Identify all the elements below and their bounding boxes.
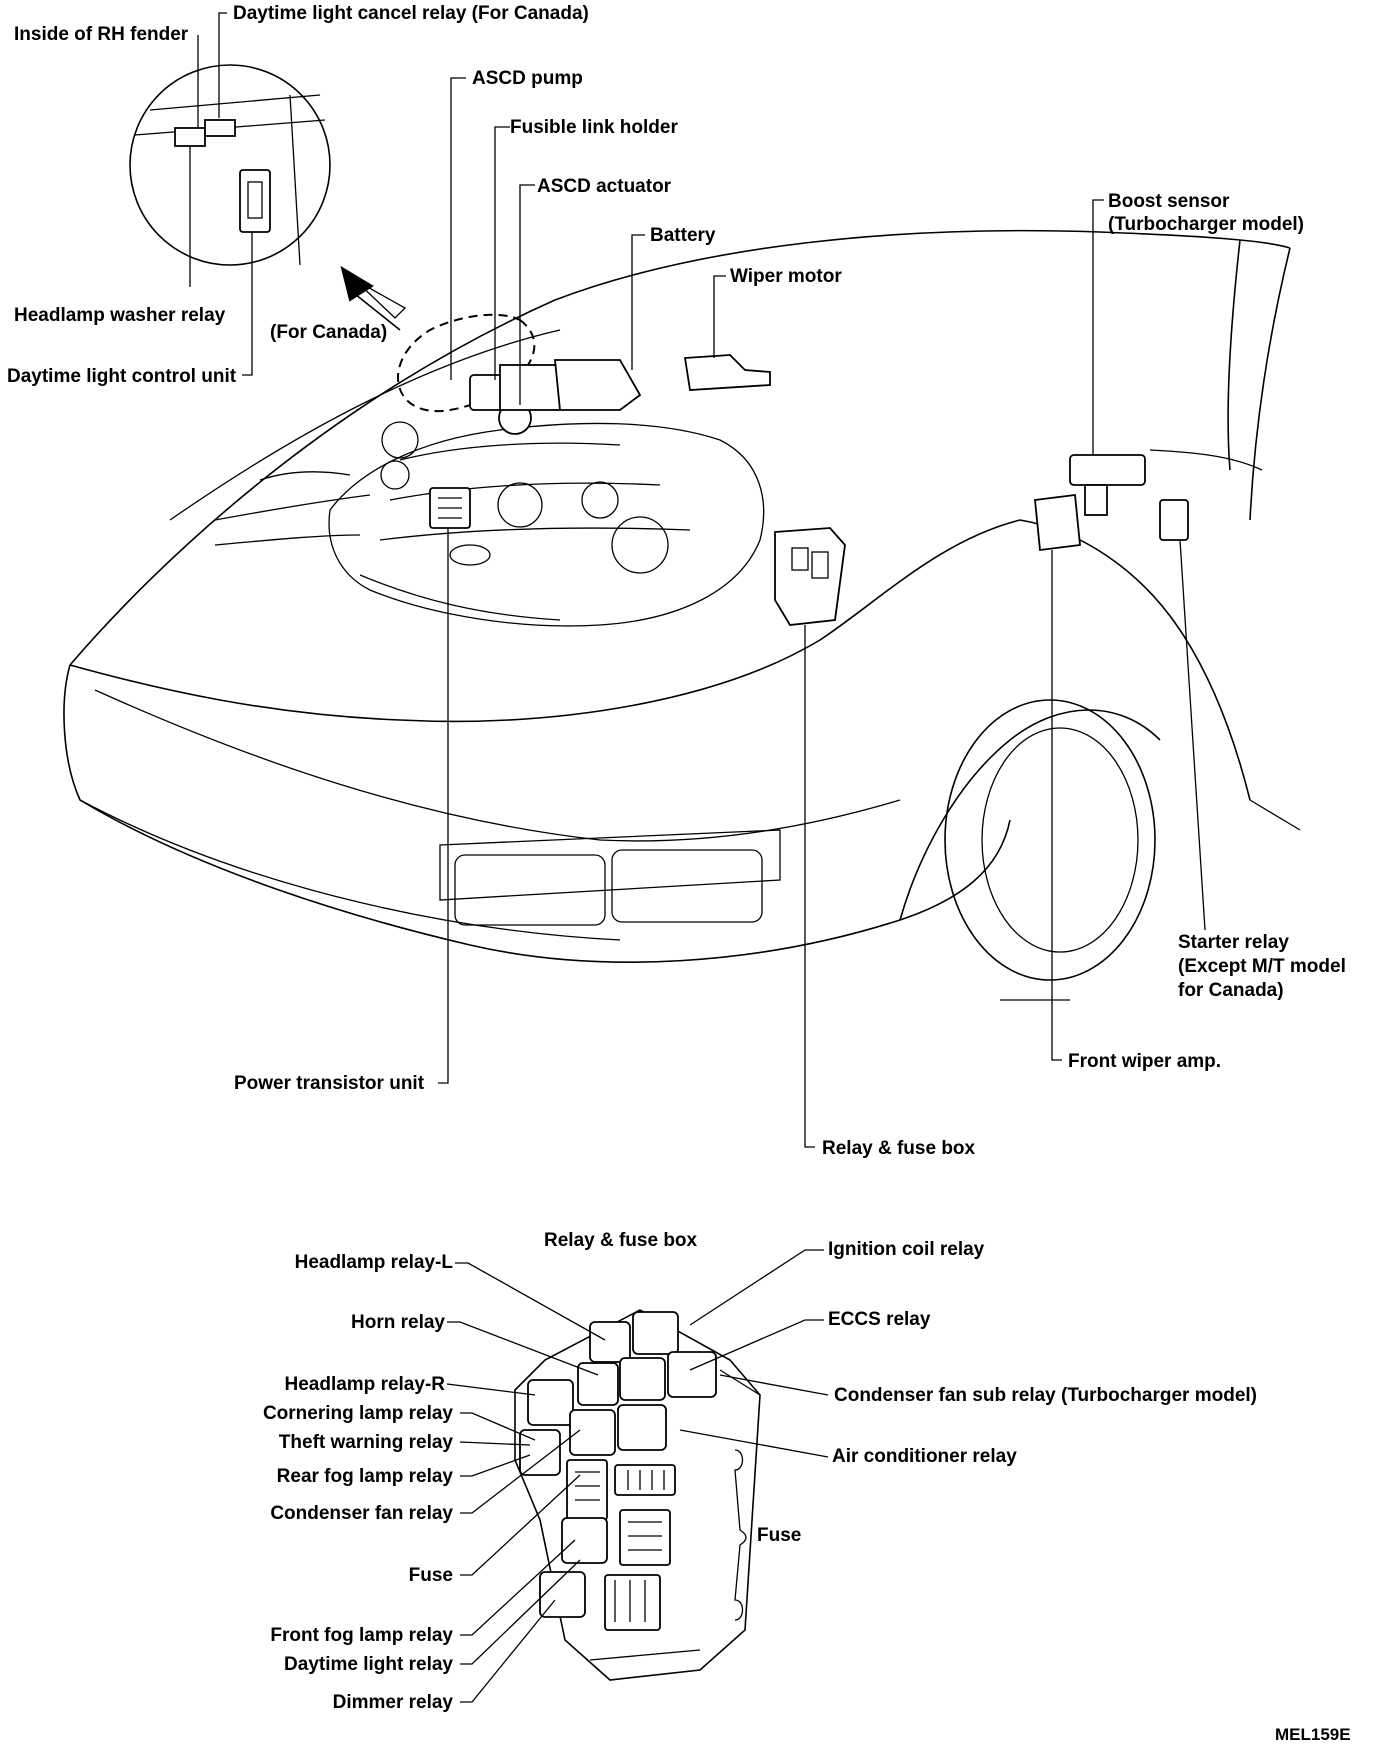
label-condenser-fan-relay: Condenser fan relay bbox=[270, 1503, 453, 1524]
label-ascd-pump: ASCD pump bbox=[472, 68, 583, 89]
label-daytime-control-unit: Daytime light control unit bbox=[7, 366, 237, 387]
label-front-fog-lamp-relay: Front fog lamp relay bbox=[270, 1625, 453, 1646]
inset-arrow-icon bbox=[340, 265, 374, 302]
fuse-box-title: Relay & fuse box bbox=[544, 1230, 698, 1251]
label-rear-fog-lamp-relay: Rear fog lamp relay bbox=[277, 1466, 454, 1487]
label-relay-fuse-box: Relay & fuse box bbox=[822, 1138, 976, 1159]
label-condenser-fan-sub-relay: Condenser fan sub relay (Turbocharger mo… bbox=[834, 1385, 1257, 1406]
label-headlamp-washer-relay: Headlamp washer relay bbox=[14, 305, 226, 326]
label-cornering-lamp-relay: Cornering lamp relay bbox=[263, 1403, 453, 1424]
label-boost-sensor-sub: (Turbocharger model) bbox=[1108, 214, 1304, 235]
label-ascd-actuator: ASCD actuator bbox=[537, 176, 672, 197]
label-starter-relay-sub2: for Canada) bbox=[1178, 980, 1284, 1001]
label-fuse-right: Fuse bbox=[757, 1525, 801, 1546]
leader-lines bbox=[189, 12, 1206, 1148]
label-starter-relay: Starter relay bbox=[1178, 932, 1289, 953]
fuse-box-detail bbox=[514, 1309, 761, 1681]
label-battery: Battery bbox=[650, 225, 716, 246]
fuse-box-leaders bbox=[446, 1249, 829, 1703]
label-for-canada: (For Canada) bbox=[270, 322, 387, 343]
fuse-box-labels: Relay & fuse box Headlamp relay-L Horn r… bbox=[263, 1230, 1257, 1713]
label-headlamp-relay-r: Headlamp relay-R bbox=[284, 1374, 445, 1395]
label-ignition-coil-relay: Ignition coil relay bbox=[828, 1239, 985, 1260]
label-horn-relay: Horn relay bbox=[351, 1312, 445, 1333]
figure-code: MEL159E bbox=[1275, 1725, 1351, 1744]
label-front-wiper-amp: Front wiper amp. bbox=[1068, 1051, 1221, 1072]
label-daytime-light-relay: Daytime light relay bbox=[284, 1654, 453, 1675]
inset-detail bbox=[129, 64, 536, 413]
label-fuse-left: Fuse bbox=[409, 1565, 453, 1586]
label-fusible-link-holder: Fusible link holder bbox=[510, 117, 678, 138]
engine-illustration bbox=[214, 421, 765, 627]
label-dimmer-relay: Dimmer relay bbox=[333, 1692, 454, 1713]
label-daytime-cancel-relay: Daytime light cancel relay (For Canada) bbox=[233, 3, 589, 24]
label-eccs-relay: ECCS relay bbox=[828, 1309, 931, 1330]
label-air-conditioner-relay: Air conditioner relay bbox=[832, 1446, 1017, 1467]
label-power-transistor-unit: Power transistor unit bbox=[234, 1073, 425, 1094]
label-headlamp-relay-l: Headlamp relay-L bbox=[295, 1252, 454, 1273]
label-inside-rh-fender: Inside of RH fender bbox=[14, 24, 189, 45]
component-shapes bbox=[429, 354, 1189, 626]
car-illustration bbox=[63, 229, 1301, 1001]
top-labels: Daytime light cancel relay (For Canada) … bbox=[7, 3, 1346, 1159]
label-wiper-motor: Wiper motor bbox=[730, 266, 842, 287]
label-theft-warning-relay: Theft warning relay bbox=[279, 1432, 454, 1453]
label-starter-relay-sub1: (Except M/T model bbox=[1178, 956, 1346, 977]
label-boost-sensor: Boost sensor bbox=[1108, 191, 1230, 212]
